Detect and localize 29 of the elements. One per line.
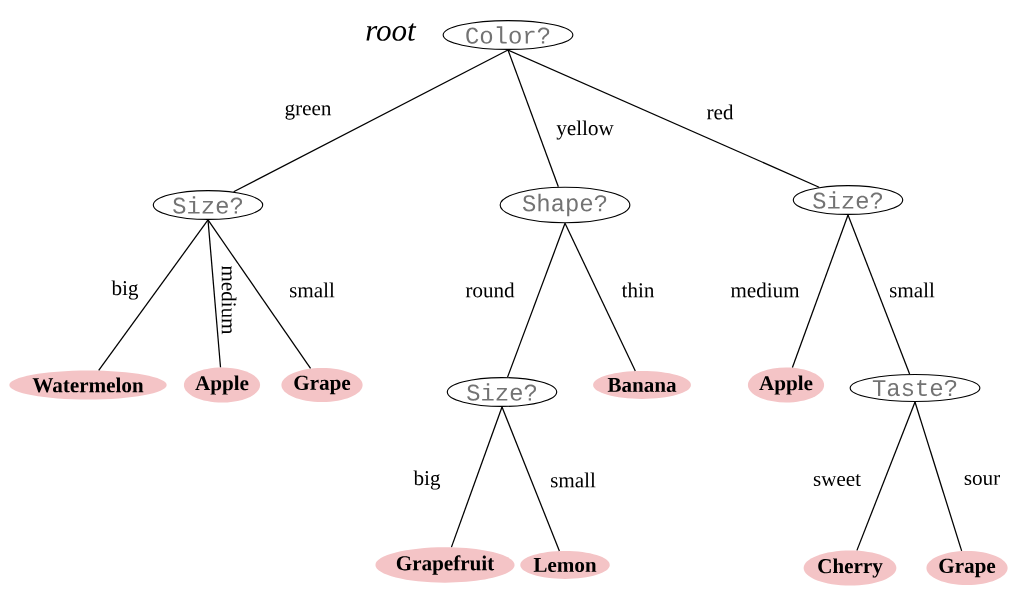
- connector-line: [98, 219, 209, 371]
- edge-label: yellow: [554, 119, 616, 141]
- connector-line: [450, 406, 503, 548]
- edge-label: green: [283, 102, 333, 122]
- connector-line: [856, 401, 916, 551]
- connector-line: [564, 222, 636, 372]
- connector-line: [847, 214, 911, 375]
- connector-line: [207, 219, 222, 368]
- edge-label: red: [705, 103, 735, 121]
- connector-line: [914, 401, 963, 552]
- edge-label: big: [110, 279, 140, 301]
- connector-line: [501, 406, 561, 552]
- edge-label: sweet: [811, 472, 863, 488]
- connector-line: [207, 219, 312, 370]
- edge-label: small: [887, 281, 937, 299]
- connector-line: [507, 49, 559, 188]
- side-label: root: [366, 23, 417, 41]
- edge-label: medium: [220, 264, 238, 336]
- connector-line: [507, 49, 820, 188]
- edge-label: big: [412, 469, 442, 491]
- edge-label: medium: [729, 281, 801, 299]
- edge-label: thin: [620, 281, 656, 299]
- connector-line: [791, 214, 849, 369]
- connector-line: [233, 49, 509, 193]
- connector-line: [506, 222, 566, 378]
- edge-label: round: [464, 281, 516, 299]
- edge-label: sour: [962, 473, 1002, 487]
- edge-label: small: [287, 281, 337, 299]
- edge-label: small: [548, 471, 598, 489]
